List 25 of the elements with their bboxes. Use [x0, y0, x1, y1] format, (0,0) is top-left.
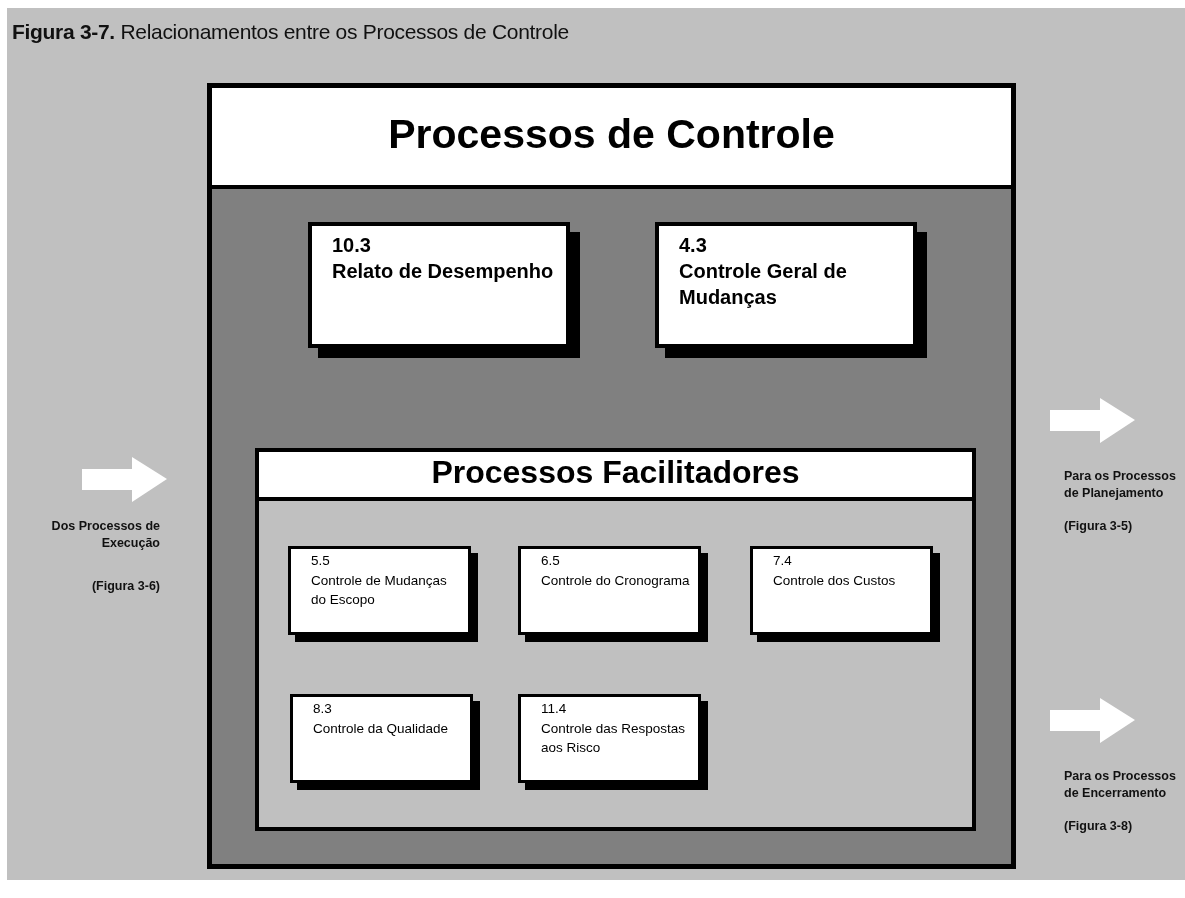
- section-heading: Processos de Controle: [212, 88, 1011, 189]
- side-note: (Figura 3-6): [90, 578, 160, 595]
- process-group-panel: [255, 448, 976, 831]
- side-note: Dos Processos de Execução: [50, 518, 160, 552]
- process-name: Controle de Mudanças do Escopo: [311, 571, 448, 610]
- process-number: 5.5: [311, 552, 331, 570]
- process-number: 11.4: [541, 700, 568, 718]
- side-note: (Figura 3-8): [1064, 818, 1134, 835]
- side-note: (Figura 3-5): [1064, 518, 1134, 535]
- process-number: 6.5: [541, 552, 561, 570]
- process-name: Controle Geral de Mudanças: [679, 259, 848, 310]
- process-group-panel: [207, 83, 1016, 869]
- process-number: 8.3: [313, 700, 333, 718]
- process-name: Controle dos Custos: [773, 571, 897, 590]
- side-note: Para os Processos de Planejamento: [1064, 468, 1177, 502]
- figure-title: Figura 3-7. Relacionamentos entre os Processos de Controle: [12, 20, 569, 44]
- process-number: 4.3: [679, 233, 708, 258]
- process-name: Controle do Cronograma: [541, 571, 691, 590]
- process-name: Controle da Qualidade: [313, 719, 450, 738]
- process-number: 7.4: [773, 552, 793, 570]
- section-heading: Processos Facilitadores: [259, 452, 972, 501]
- process-number: 10.3: [332, 233, 372, 258]
- process-name: Controle das Respostas aos Risco: [541, 719, 687, 758]
- process-name: Relato de Desempenho: [332, 259, 555, 284]
- side-note: Para os Processos de Encerramento: [1064, 768, 1177, 802]
